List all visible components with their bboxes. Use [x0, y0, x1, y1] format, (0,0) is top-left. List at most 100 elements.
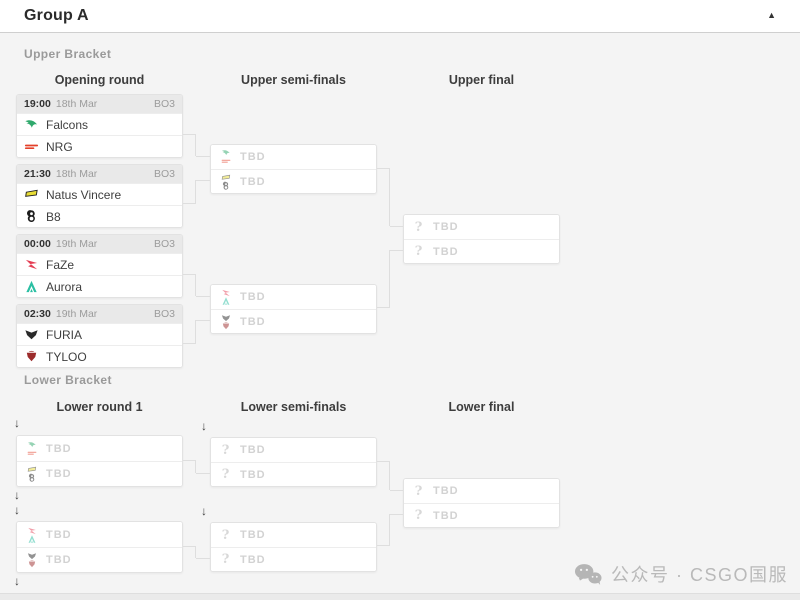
- tbd-label: TBD: [240, 529, 266, 541]
- connector-line: [183, 460, 196, 473]
- match-card-lower-final: ? TBD ? TBD: [403, 478, 560, 528]
- question-mark-icon: ?: [221, 527, 230, 543]
- match-format: BO3: [153, 238, 175, 250]
- tbd-slot: ? TBD: [211, 438, 376, 462]
- tbd-label: TBD: [46, 468, 72, 480]
- tbd-slot: TBD: [211, 145, 376, 169]
- drop-down-arrow-icon: ↓: [14, 574, 20, 588]
- possible-teams-icons: [218, 149, 233, 165]
- nrg-logo: [24, 139, 39, 154]
- group-header[interactable]: Group A ▲: [0, 0, 800, 33]
- possible-teams-icons: [24, 527, 39, 543]
- question-mark-icon: ?: [221, 442, 230, 458]
- match-date: 19th Mar: [55, 238, 98, 250]
- match-card-lower-round1-1: TBD TBD: [16, 435, 183, 487]
- tbd-label: TBD: [240, 291, 266, 303]
- tbd-label: TBD: [46, 442, 72, 455]
- match-card-upper-semi-1: TBD TBD: [210, 144, 377, 194]
- tyloo-logo: [24, 349, 39, 364]
- wechat-icon: [574, 563, 602, 586]
- upper-bracket-label: Upper Bracket: [24, 47, 112, 61]
- match-date: 18th Mar: [55, 168, 98, 180]
- furia-logo: [24, 327, 39, 342]
- team-name: TYLOO: [46, 349, 87, 364]
- match-format: BO3: [153, 308, 175, 320]
- match-card-lower-semi-2: ? TBD ? TBD: [210, 522, 377, 572]
- lower-bracket-label: Lower Bracket: [24, 373, 112, 387]
- connector-line: [196, 180, 210, 181]
- tbd-slot: ? TBD: [211, 523, 376, 547]
- tbd-label: TBD: [240, 175, 266, 188]
- connector-line: [183, 134, 196, 156]
- team-row[interactable]: Aurora: [17, 275, 182, 297]
- match-time: 00:00: [24, 238, 51, 250]
- connector-line: [196, 296, 210, 297]
- connector-line: [196, 558, 210, 559]
- tbd-slot: TBD: [17, 436, 182, 461]
- possible-teams-icons: [24, 466, 39, 482]
- team-name: Natus Vincere: [46, 187, 122, 202]
- falcons-logo: [221, 148, 231, 158]
- column-header-upper-final: Upper final: [448, 73, 515, 87]
- connector-line: [183, 180, 196, 204]
- team-row[interactable]: TYLOO: [17, 345, 182, 367]
- tbd-slot: TBD: [211, 309, 376, 333]
- collapse-icon[interactable]: ▲: [767, 10, 776, 20]
- natus-vincere-logo: [24, 187, 39, 202]
- tbd-label: TBD: [433, 221, 459, 233]
- match-card-opening-1: 19:00 18th Mar BO3 Falcons NRG: [16, 94, 183, 158]
- drop-down-arrow-icon: ↓: [201, 504, 207, 518]
- team-row[interactable]: FaZe: [17, 253, 182, 275]
- match-time: 19:00: [24, 98, 51, 110]
- connector-line: [377, 250, 390, 308]
- team-row[interactable]: Natus Vincere: [17, 183, 182, 205]
- team-row[interactable]: B8: [17, 205, 182, 227]
- match-card-opening-4: 02:30 19th Mar BO3 FURIA TYLOO: [16, 304, 183, 368]
- falcons-logo: [27, 440, 37, 450]
- connector-line: [196, 156, 210, 157]
- question-mark-icon: ?: [414, 508, 423, 523]
- question-mark-icon: ?: [414, 244, 423, 259]
- column-header-lower-final: Lower final: [448, 400, 515, 414]
- column-header-lower-semi-finals: Lower semi-finals: [240, 400, 347, 414]
- match-format: BO3: [153, 98, 175, 110]
- team-name: Falcons: [46, 117, 89, 132]
- connector-line: [377, 514, 390, 546]
- match-header: 19:00 18th Mar BO3: [17, 95, 182, 113]
- drop-down-arrow-icon: ↓: [201, 419, 207, 433]
- tbd-slot: ? TBD: [404, 503, 559, 527]
- team-name: NRG: [46, 139, 73, 154]
- match-format: BO3: [153, 168, 175, 180]
- possible-teams-icons: [24, 552, 39, 568]
- connector-line: [196, 320, 210, 321]
- connector-line: [377, 168, 390, 226]
- tbd-label: TBD: [46, 554, 72, 566]
- connector-line: [390, 514, 403, 515]
- team-name: Aurora: [46, 279, 83, 294]
- tbd-slot: TBD: [17, 461, 182, 486]
- b8-logo: [24, 209, 39, 224]
- match-card-opening-3: 00:00 19th Mar BO3 FaZe Aurora: [16, 234, 183, 298]
- tbd-slot: ? TBD: [404, 239, 559, 263]
- match-time: 21:30: [24, 168, 51, 180]
- possible-teams-icons: [218, 289, 233, 305]
- connector-line: [196, 473, 210, 474]
- tbd-label: TBD: [240, 151, 266, 163]
- match-card-upper-semi-2: TBD TBD: [210, 284, 377, 334]
- aurora-logo: [27, 534, 37, 544]
- team-row[interactable]: NRG: [17, 135, 182, 157]
- team-row[interactable]: FURIA: [17, 323, 182, 345]
- tbd-slot: ? TBD: [211, 547, 376, 571]
- team-row[interactable]: Falcons: [17, 113, 182, 135]
- faze-logo: [221, 288, 231, 298]
- tbd-label: TBD: [433, 485, 459, 497]
- possible-teams-icons: [24, 441, 39, 457]
- tyloo-logo: [27, 559, 37, 569]
- natus-vincere-logo: [221, 173, 231, 183]
- tbd-slot: ? TBD: [404, 479, 559, 503]
- tbd-label: TBD: [433, 509, 459, 522]
- furia-logo: [221, 313, 231, 323]
- tbd-slot: ? TBD: [404, 215, 559, 239]
- tbd-slot: ? TBD: [211, 462, 376, 486]
- match-card-lower-round1-2: TBD TBD: [16, 521, 183, 573]
